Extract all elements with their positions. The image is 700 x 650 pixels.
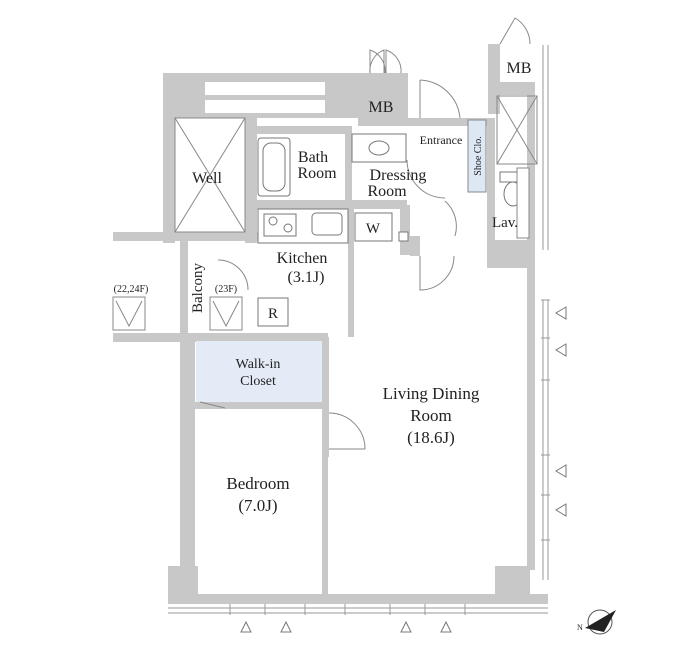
label-living-3: (18.6J) <box>407 428 455 447</box>
washer-box <box>354 212 393 242</box>
label-bath-2: Room <box>297 165 337 182</box>
right-shaft <box>496 95 538 165</box>
label-floor-right: (23F) <box>215 284 237 295</box>
label-entrance: Entrance <box>420 133 463 147</box>
label-bedroom-2: (7.0J) <box>238 496 277 515</box>
label-well: Well <box>192 170 222 187</box>
well-void <box>174 117 246 233</box>
label-r: R <box>268 306 278 322</box>
label-kitchen-1: Kitchen <box>277 250 328 267</box>
bottom-window-ticks <box>168 604 548 615</box>
dressing-sink <box>351 133 407 163</box>
label-lav: Lav. <box>492 215 518 231</box>
vent-marks <box>112 296 243 331</box>
triangle-marker-icon <box>240 306 567 633</box>
svg-text:N: N <box>577 623 583 632</box>
label-bath-1: Bath <box>298 149 328 166</box>
shoe-closet-fill <box>467 119 487 193</box>
label-dressing-2: Room <box>367 183 407 200</box>
right-window-ticks <box>541 45 550 580</box>
label-bedroom-1: Bedroom <box>226 474 289 493</box>
label-floor-left: (22,24F) <box>114 284 149 295</box>
label-mb-top: MB <box>369 99 394 116</box>
label-dressing-1: Dressing <box>370 167 427 184</box>
label-balcony: Balcony <box>190 263 206 313</box>
pipe-shaft <box>398 231 409 242</box>
label-shoe-closet: Shoe Clo. <box>473 136 484 175</box>
label-closet-2: Closet <box>240 374 276 389</box>
label-closet-1: Walk-in <box>236 357 281 372</box>
bathtub <box>257 137 291 197</box>
door-swings <box>199 17 531 450</box>
kitchen-counter <box>257 208 349 244</box>
fridge-box <box>257 297 289 327</box>
walk-in-closet-fill <box>196 341 322 402</box>
lav-counter <box>516 167 530 239</box>
label-mb-right: MB <box>507 60 532 77</box>
label-w: W <box>366 221 381 237</box>
label-kitchen-2: (3.1J) <box>288 269 325 286</box>
label-living-1: Living Dining <box>383 384 480 403</box>
north-arrow-icon: N <box>577 609 616 635</box>
label-living-2: Room <box>410 406 452 425</box>
